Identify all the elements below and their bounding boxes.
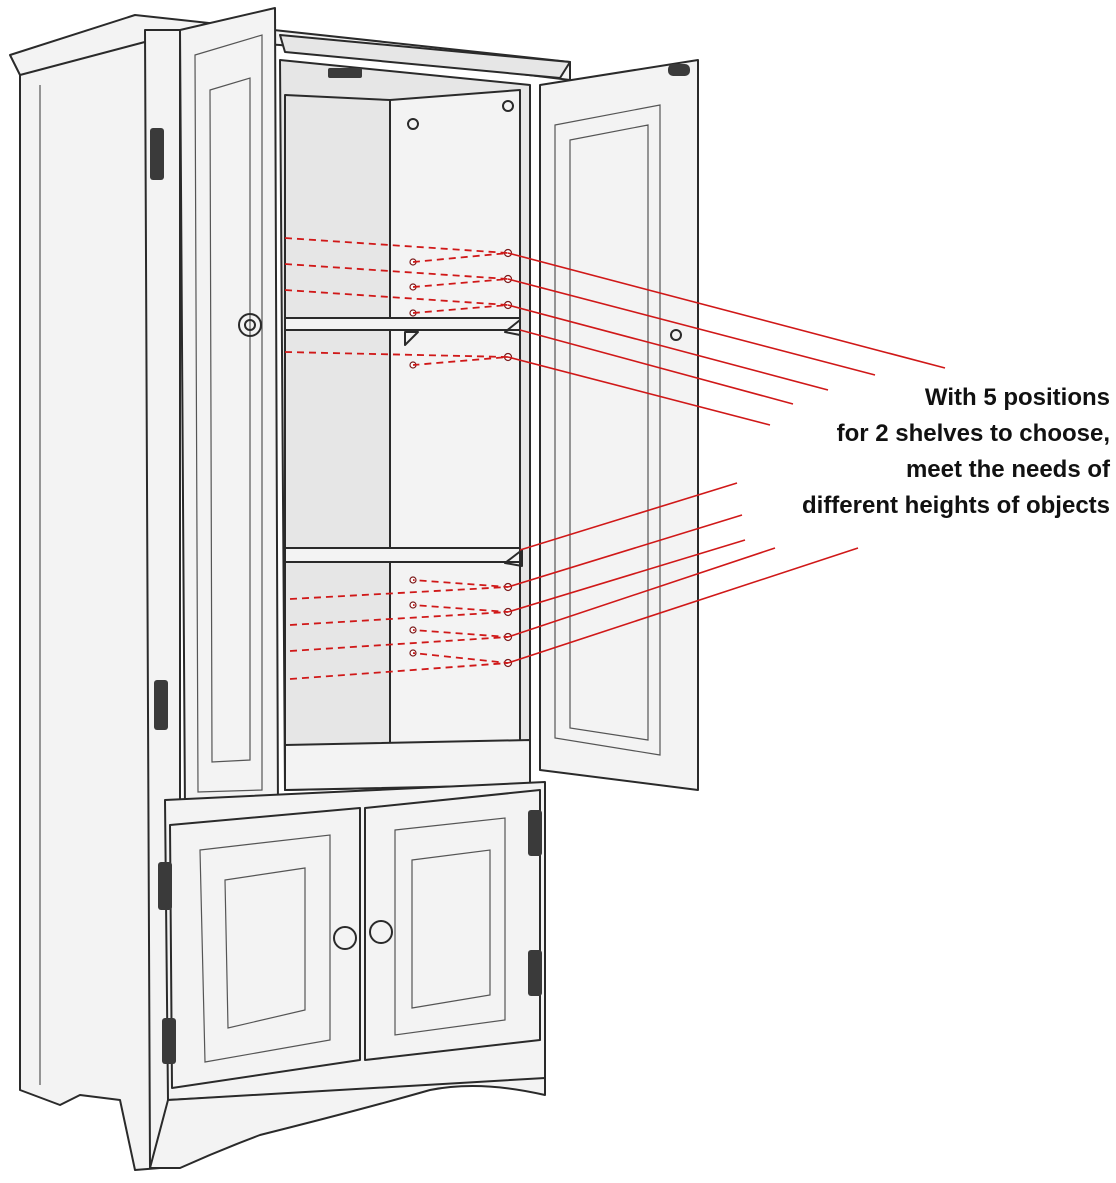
- top-latch-icon: [328, 68, 362, 78]
- hinge-icon: [162, 1018, 176, 1064]
- hinge-icon: [158, 862, 172, 910]
- feature-caption: With 5 positions for 2 shelves to choose…: [690, 380, 1110, 524]
- caption-line-1: With 5 positions: [924, 384, 1110, 411]
- hinge-icon: [528, 950, 542, 996]
- shelf-bracket-icon: [504, 549, 523, 567]
- hinge-icon: [528, 810, 542, 856]
- hinge-icon: [154, 680, 168, 730]
- shelf-bracket-icon: [504, 319, 521, 336]
- caption-line-4: different heights of objects: [801, 492, 1110, 519]
- cabinet-base: [149, 1077, 546, 1169]
- lower-shelf: [284, 547, 523, 567]
- lower-callout-lines: [507, 482, 859, 664]
- upper-left-door: [179, 7, 279, 816]
- lower-right-door: [364, 789, 542, 1061]
- hinge-icon: [668, 64, 690, 76]
- upper-callout-lines: [507, 252, 946, 426]
- lower-left-door: [158, 807, 361, 1089]
- screw-icon: [670, 329, 682, 341]
- shelf-bracket-icon: [404, 331, 419, 346]
- upper-position-guides: [284, 237, 509, 366]
- left-frame-hinges: [150, 128, 168, 730]
- cabinet-left-side: [19, 34, 161, 1171]
- hinge-icon: [150, 128, 164, 180]
- screw-icon: [502, 100, 514, 112]
- door-knob-icon: [238, 313, 262, 337]
- cabinet-floor: [284, 739, 531, 791]
- screw-icon: [407, 118, 419, 130]
- door-knob-icon: [333, 926, 357, 950]
- cabinet-interior: [279, 59, 531, 791]
- door-knob-icon: [369, 920, 393, 944]
- lower-cabinet: [158, 781, 546, 1101]
- caption-line-3: meet the needs of: [905, 456, 1110, 483]
- caption-line-2: for 2 shelves to choose,: [836, 420, 1110, 447]
- upper-right-door: [539, 59, 699, 791]
